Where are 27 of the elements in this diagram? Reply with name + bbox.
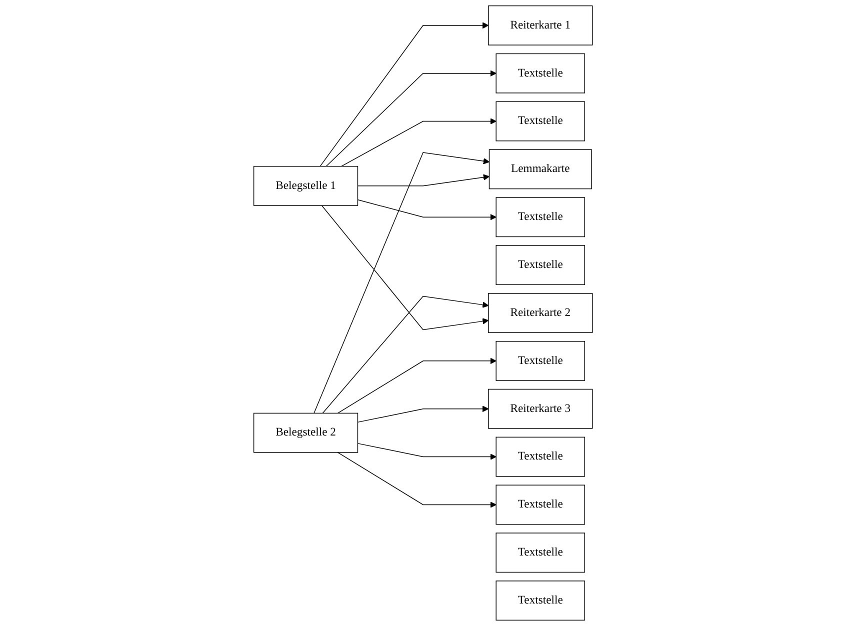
arrow	[357, 443, 496, 460]
arrow	[314, 152, 490, 414]
arrow	[322, 296, 489, 414]
node-box: Textstelle	[496, 436, 585, 477]
arrow	[321, 205, 489, 330]
arrow	[340, 118, 496, 167]
node-box: Belegstelle 2	[253, 412, 358, 453]
node-box: Textstelle	[496, 101, 585, 142]
arrow	[357, 406, 489, 423]
node-box: Textstelle	[496, 53, 585, 94]
arrow	[337, 358, 496, 414]
arrow	[320, 22, 489, 167]
node-box: Textstelle	[496, 484, 585, 525]
arrow	[357, 199, 496, 220]
node-box: Textstelle	[496, 245, 585, 286]
node-box: Reiterkarte 3	[488, 388, 593, 429]
node-box: Belegstelle 1	[253, 166, 358, 206]
arrow	[357, 174, 490, 186]
node-box: Textstelle	[496, 340, 585, 381]
node-box: Textstelle	[496, 197, 585, 238]
arrow	[326, 70, 496, 167]
node-box: Reiterkarte 2	[488, 293, 593, 333]
node-box: Textstelle	[496, 580, 585, 621]
node-box: Textstelle	[496, 532, 585, 573]
arrow	[337, 452, 496, 508]
node-box: Reiterkarte 1	[488, 5, 593, 46]
node-box: Lemmakarte	[488, 149, 592, 190]
